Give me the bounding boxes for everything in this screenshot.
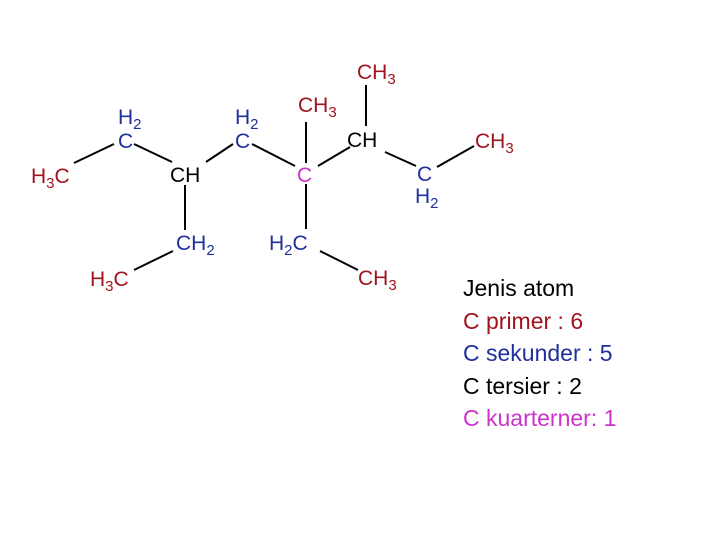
legend-kuarterner: C kuarterner: 1 — [463, 405, 617, 431]
atom-c5-branch-ch3: CH3 — [358, 267, 397, 294]
bonds — [73, 85, 475, 271]
atom-c4-h2: H2 — [235, 106, 259, 133]
atom-c2-c: C — [118, 130, 133, 153]
bond-c5branch-ch3 — [319, 250, 359, 271]
atom-c4-c: C — [235, 130, 250, 153]
bond-c2-c3 — [133, 143, 173, 163]
atom-c8-ch3: CH3 — [475, 130, 514, 157]
atom-c7-c: C — [417, 163, 432, 186]
atom-c1-ch3: H3C — [31, 165, 70, 192]
legend-sekunder: C sekunder : 5 — [463, 340, 613, 366]
legend: Jenis atom C primer : 6 C sekunder : 5 C… — [463, 272, 616, 435]
bond-c3-c4 — [205, 143, 234, 163]
bond-c5-c6 — [317, 146, 351, 167]
atom-c6-methyl: CH3 — [357, 61, 396, 88]
bond-c1-c2 — [73, 143, 115, 164]
atom-c2-h2: H2 — [118, 106, 142, 133]
bond-c4-c5 — [251, 143, 296, 167]
atom-c3-branch-ch2: CH2 — [176, 232, 215, 259]
atom-c7-h2: H2 — [415, 185, 439, 212]
bond-c3branch-ch3 — [133, 250, 174, 271]
atom-c3-ch: CH — [170, 164, 200, 187]
atom-c5-c: C — [297, 164, 312, 187]
legend-title: Jenis atom — [463, 275, 575, 301]
atom-c5-methyl: CH3 — [298, 94, 337, 121]
bond-c7-c8 — [436, 145, 475, 168]
atom-c5-branch-ch2: H2C — [269, 232, 308, 259]
atom-c3-branch-ch3: H3C — [90, 268, 129, 295]
bond-c6-c7 — [384, 151, 417, 167]
legend-tersier: C tersier : 2 — [463, 372, 582, 399]
legend-primer: C primer : 6 — [463, 307, 584, 334]
atom-c6-ch: CH — [347, 129, 377, 152]
